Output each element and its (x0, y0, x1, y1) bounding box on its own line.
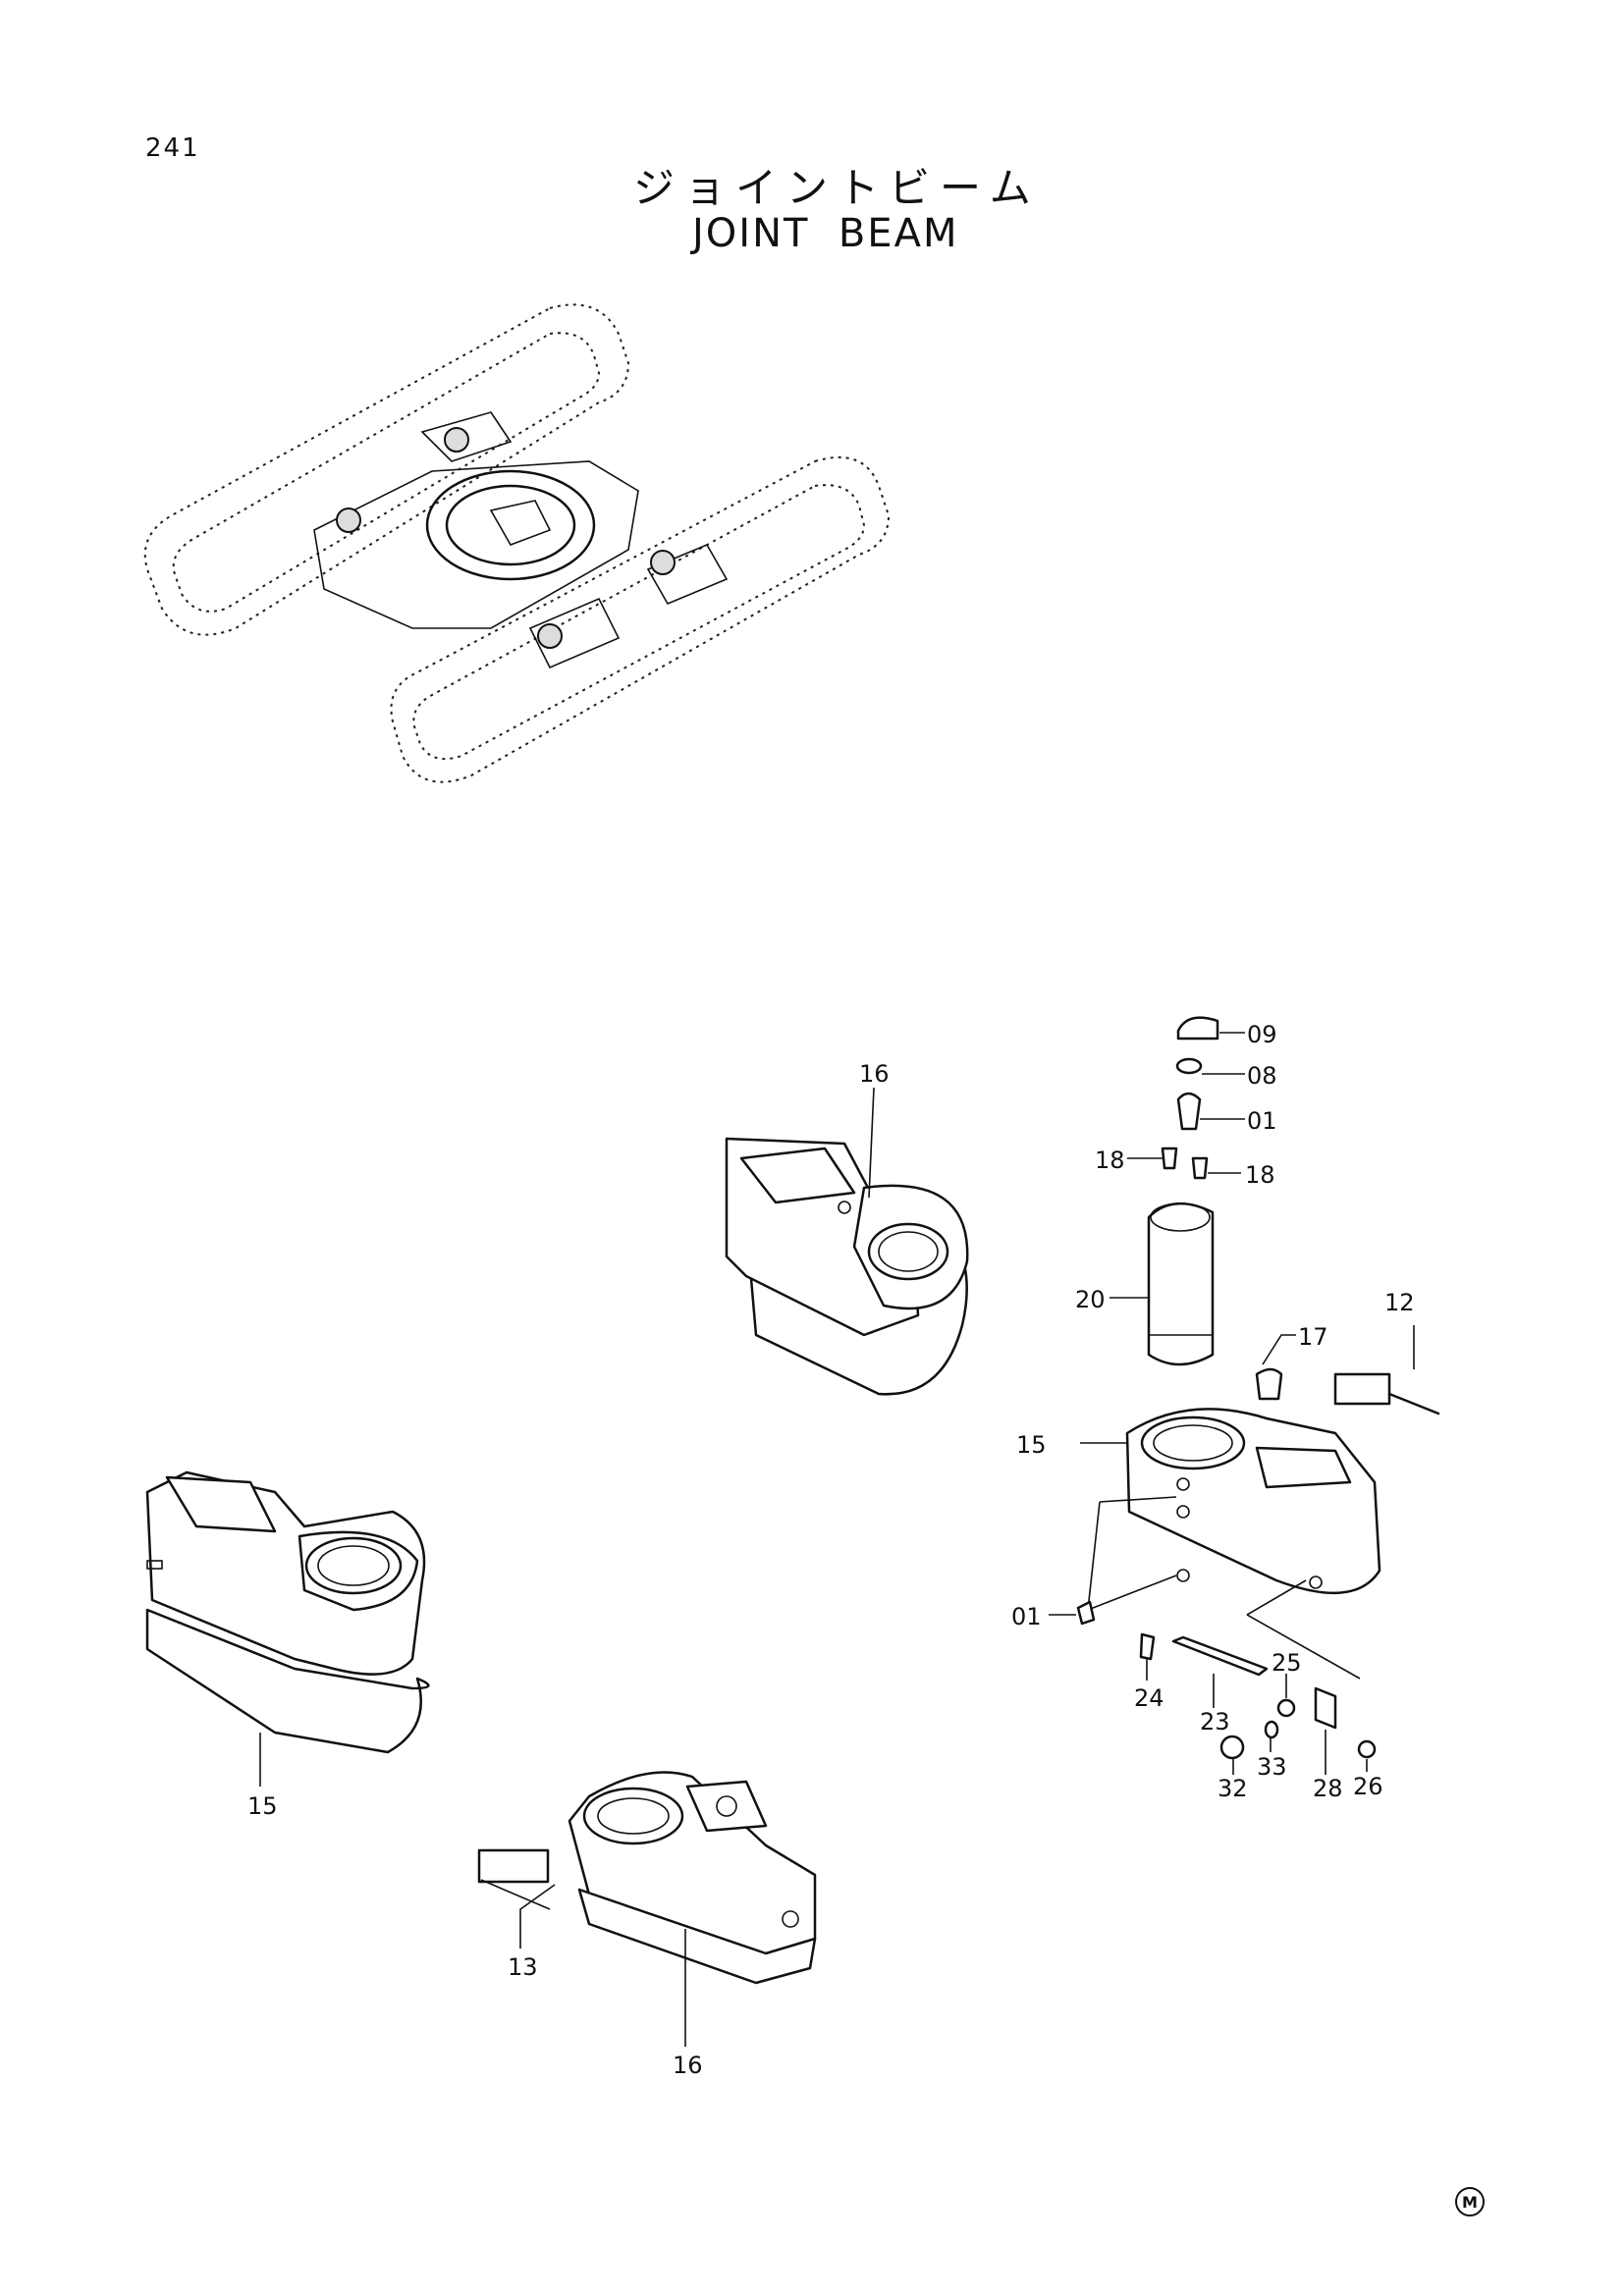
callout-17: 17 (1298, 1323, 1328, 1351)
callout-15-left: 15 (247, 1792, 278, 1820)
callout-20: 20 (1075, 1286, 1106, 1313)
callouts: 09 08 01 18 18 16 20 12 17 15 01 24 23 2… (247, 1021, 1415, 2079)
callout-01-top: 01 (1247, 1107, 1277, 1135)
joint-beam-16-upper (725, 1137, 969, 1396)
exploded-assembly (1076, 1016, 1440, 1760)
callout-13: 13 (508, 1953, 538, 1981)
callout-16-upper: 16 (859, 1060, 890, 1088)
callout-23: 23 (1200, 1708, 1230, 1735)
callout-18-left: 18 (1095, 1147, 1125, 1174)
page-title-japanese: ジョイントビーム (633, 164, 1041, 212)
joint-beam-16-lower (477, 1771, 817, 1985)
callout-09: 09 (1247, 1021, 1277, 1048)
callout-15-right: 15 (1016, 1431, 1047, 1459)
page-number: 241 (145, 133, 200, 163)
joint-beam-15-left (145, 1470, 430, 1754)
leader-lines (259, 1032, 1415, 2047)
page-title-english: JOINT BEAM (692, 211, 959, 256)
callout-12: 12 (1384, 1289, 1415, 1316)
callout-16-lower: 16 (673, 2052, 703, 2079)
callout-33: 33 (1257, 1753, 1287, 1781)
callout-24: 24 (1134, 1684, 1164, 1712)
callout-28: 28 (1313, 1775, 1343, 1802)
callout-18-right: 18 (1245, 1161, 1275, 1189)
manufacturer-mark: M (1455, 2187, 1485, 2216)
undercarriage-overview (143, 303, 891, 783)
callout-08: 08 (1247, 1062, 1277, 1090)
callout-26: 26 (1353, 1773, 1383, 1800)
callout-01-bottom: 01 (1011, 1603, 1042, 1630)
callout-32: 32 (1218, 1775, 1248, 1802)
callout-25: 25 (1272, 1649, 1302, 1677)
